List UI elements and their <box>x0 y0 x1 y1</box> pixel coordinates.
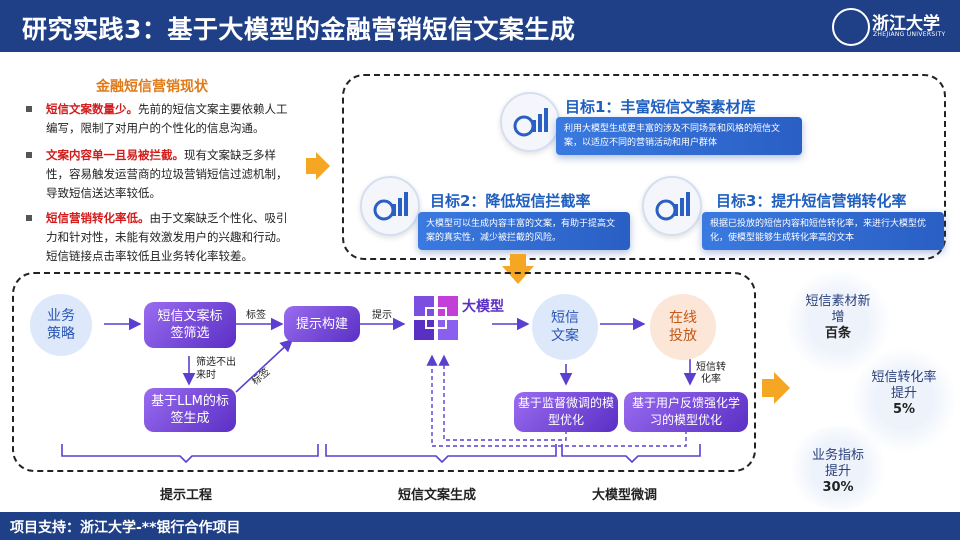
node-label: 短信文案 <box>551 310 579 344</box>
status-bullet-3: 短信营销转化率低。由于文案缺乏个性化、吸引力和针对性，未能有效激发用户的兴趣和行… <box>26 209 294 266</box>
sms-text-node: 短信文案 <box>532 294 598 360</box>
goal-desc-2: 大模型可以生成内容丰富的文案，有助于提高文案的真实性，减少被拦截的风险。 <box>418 212 630 250</box>
goal-title-1: 目标1：丰富短信文案素材库 <box>565 98 756 116</box>
business-strategy-node: 业务策略 <box>30 294 92 356</box>
analytics-gear-icon <box>360 176 420 236</box>
tag-filter-node: 短信文案标签筛选 <box>144 302 236 348</box>
goal-title-3: 目标3：提升短信营销转化率 <box>716 192 907 210</box>
metric-sms-added: 短信素材新增 百条 <box>800 294 876 342</box>
metric-business: 业务指标提升 30% <box>806 448 870 496</box>
metric-label: 短信转化率提升 <box>871 370 937 401</box>
logo-name: 浙江大学 <box>872 14 940 34</box>
online-deploy-node: 在线投放 <box>650 294 716 360</box>
bullet-square-icon <box>26 215 32 221</box>
page-title: 研究实践3：基于大模型的金融营销短信文案生成 <box>22 15 576 44</box>
node-label: 基于用户反馈强化学习的模型优化 <box>631 396 740 427</box>
arrow-right-icon <box>762 372 790 404</box>
metric-bg <box>786 426 890 510</box>
workflow-container <box>12 272 756 472</box>
rlhf-node: 基于用户反馈强化学习的模型优化 <box>624 392 748 432</box>
edge-label-missing: 筛选不出来时 <box>196 357 236 381</box>
logo-english: ZHEJIANG UNIVERSITY <box>873 31 946 38</box>
goal-title-2: 目标2：降低短信拦截率 <box>430 192 591 210</box>
node-label: 业务策略 <box>47 308 75 342</box>
goal-desc-1: 利用大模型生成更丰富的涉及不同场景和风格的短信文案，以适应不同的营销活动和用户群… <box>556 117 802 155</box>
node-label: 短信文案标签筛选 <box>157 309 223 341</box>
metric-conversion: 短信转化率提升 5% <box>868 370 940 418</box>
bullet-highlight: 短信营销转化率低。 <box>46 211 150 225</box>
edge-label-tag: 标签 <box>246 310 266 321</box>
prompt-build-node: 提示构建 <box>284 306 360 342</box>
bullet-text: 现有文案缺乏多样性，容易触发运营商的垃圾营销短信过滤机制，导致短信送达率较低。 <box>46 148 288 200</box>
analytics-gear-icon <box>500 92 560 152</box>
edge-label-prompt: 提示 <box>372 310 392 321</box>
metric-value: 5% <box>892 402 916 417</box>
metric-value: 百条 <box>824 326 851 341</box>
section-finetune: 大模型微调 <box>592 488 658 503</box>
llm-label: 大模型 <box>462 299 504 315</box>
bullet-highlight: 短信文案数量少。 <box>46 102 138 116</box>
footer-text: 项目支持：浙江大学-**银行合作项目 <box>10 520 241 536</box>
bullet-text: 由于文案缺乏个性化、吸引力和针对性，未能有效激发用户的兴趣和行动。短信链接点击率… <box>46 211 288 263</box>
node-label: 提示构建 <box>295 316 348 332</box>
metric-label: 短信素材新增 <box>805 294 871 325</box>
bullet-highlight: 文案内容单一且易被拦截。 <box>46 148 184 162</box>
llm-tag-gen-node: 基于LLM的标签生成 <box>144 388 236 432</box>
arrow-right-icon <box>306 152 330 180</box>
status-heading: 金融短信营销现状 <box>96 79 208 95</box>
metric-value: 30% <box>822 480 854 495</box>
arrow-down-icon <box>502 254 534 284</box>
node-label: 基于监督微调的模型优化 <box>518 396 615 427</box>
metric-label: 业务指标提升 <box>811 448 864 479</box>
section-sms-generation: 短信文案生成 <box>398 488 477 503</box>
bullet-square-icon <box>26 106 32 112</box>
goals-container <box>342 74 946 260</box>
sft-node: 基于监督微调的模型优化 <box>514 392 618 432</box>
footer-bar <box>0 512 960 540</box>
bullet-text: 先前的短信文案主要依赖人工编写，限制了对用户的个性化的信息沟通。 <box>46 102 288 135</box>
goal-desc-3: 根据已投放的短信内容和短信转化率，来进行大模型优化，使模型能够生成转化率高的文本 <box>702 212 944 250</box>
status-bullet-1: 短信文案数量少。先前的短信文案主要依赖人工编写，限制了对用户的个性化的信息沟通。 <box>26 100 294 138</box>
header-bar <box>0 0 960 52</box>
node-label: 在线投放 <box>669 310 697 344</box>
bullet-square-icon <box>26 152 32 158</box>
metric-bg <box>786 270 890 374</box>
university-seal-icon <box>832 8 870 46</box>
analytics-gear-icon <box>642 176 702 236</box>
node-label: 基于LLM的标签生成 <box>151 394 229 426</box>
edge-label-conversion: 短信转化率 <box>696 362 726 385</box>
status-bullet-2: 文案内容单一且易被拦截。现有文案缺乏多样性，容易触发运营商的垃圾营销短信过滤机制… <box>26 146 294 203</box>
llm-cube-icon <box>414 296 458 340</box>
section-prompt-engineering: 提示工程 <box>160 488 213 503</box>
